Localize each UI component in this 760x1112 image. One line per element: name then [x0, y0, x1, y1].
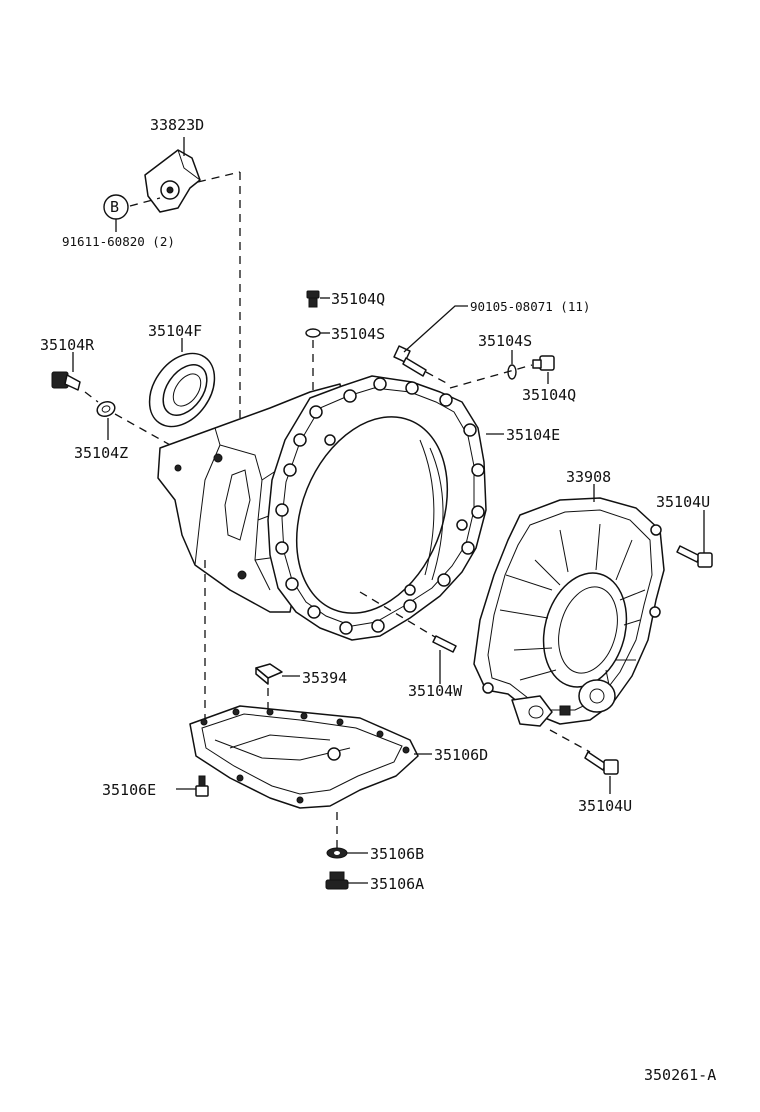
part-35104U-bolt-bottom — [584, 751, 619, 775]
part-35106B-gasket — [326, 847, 348, 859]
label-35104F: 35104F — [148, 322, 202, 340]
guide-housing-pin — [359, 591, 441, 641]
label-35104Z: 35104Z — [74, 444, 128, 462]
guide-35104U-bottom — [549, 729, 591, 753]
label-35104U-bottom: 35104U — [578, 797, 632, 815]
label-35104U-top: 35104U — [656, 493, 710, 511]
part-90105-bolt — [393, 345, 427, 377]
guide-b-bracket — [129, 197, 161, 207]
label-35106D: 35106D — [434, 746, 488, 764]
label-90105-08071: 90105-08071 (11) — [470, 299, 590, 314]
label-35104S-right: 35104S — [478, 332, 532, 350]
label-35106E: 35106E — [102, 781, 156, 799]
part-35104Q-plug-top — [306, 290, 320, 308]
label-35104R: 35104R — [40, 336, 95, 354]
part-33908-extension-housing — [473, 497, 665, 727]
leader-90105 — [403, 305, 468, 353]
part-35104Z-washer — [96, 400, 116, 418]
label-35106B: 35106B — [370, 845, 424, 863]
label-35104S-top: 35104S — [331, 325, 385, 343]
label-33823D: 33823D — [150, 116, 204, 134]
guide-35104R — [84, 391, 99, 403]
guide-33823D-right — [197, 171, 241, 183]
part-35106E-bolt — [195, 775, 209, 797]
part-35104E-transmission-case — [157, 375, 487, 641]
part-35104U-bolt-top — [676, 545, 713, 568]
part-35104S-oring-top — [305, 328, 321, 338]
part-35104R-bolt — [51, 371, 81, 391]
label-35104W: 35104W — [408, 682, 463, 700]
guide-35104Z — [114, 413, 173, 447]
label-35104Q-top: 35104Q — [331, 290, 385, 308]
label-35106A: 35106A — [370, 875, 424, 893]
guide-90105 — [425, 371, 451, 386]
part-35104Q-plug-right — [532, 355, 555, 371]
part-35104W-pin — [432, 635, 457, 653]
label-circle-b: B — [110, 198, 119, 216]
label-91611-60820: 91611-60820 (2) — [62, 234, 175, 249]
label-35394: 35394 — [302, 669, 347, 687]
part-35104F-oil-seal — [148, 352, 216, 428]
guide-right-plug — [449, 364, 533, 389]
part-35106A-drain-plug — [325, 871, 349, 890]
part-35394-filter — [255, 663, 283, 685]
label-33908: 33908 — [566, 468, 611, 486]
label-35104Q-right: 35104Q — [522, 386, 576, 404]
label-35104E: 35104E — [506, 426, 560, 444]
figure-code: 350261-A — [644, 1066, 716, 1084]
part-33823D-bracket — [144, 149, 201, 213]
part-35106D-oil-pan — [189, 705, 419, 809]
